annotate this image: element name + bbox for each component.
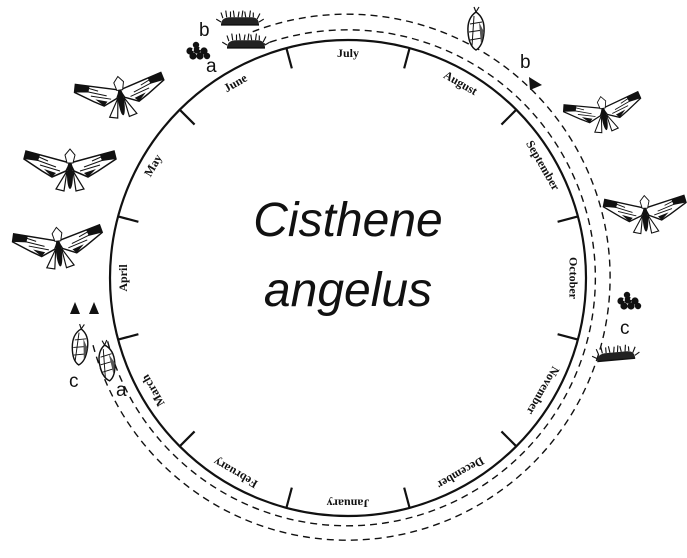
stage-marker-c-right: c	[620, 318, 630, 339]
moth-icon	[562, 90, 645, 139]
stage-marker-a-top: a	[206, 56, 217, 77]
month-label-march: March	[138, 372, 168, 409]
moth-icon	[603, 193, 687, 235]
stage-marker-a-left: a	[116, 380, 127, 401]
month-tick	[404, 48, 409, 68]
month-label-april: April	[116, 264, 130, 292]
arrowhead-right	[529, 77, 542, 90]
month-label-july: July	[337, 46, 359, 60]
moth-icon	[24, 149, 116, 191]
month-label-february: February	[211, 455, 260, 491]
arrowhead-left-inner	[89, 302, 99, 314]
egg-cluster-icon	[617, 292, 641, 310]
month-tick	[286, 48, 291, 68]
month-label-october: October	[566, 257, 580, 300]
caterpillar-icon	[591, 344, 640, 362]
month-tick	[501, 431, 516, 446]
month-tick	[404, 488, 409, 508]
moth-icon	[12, 223, 106, 273]
caterpillar-icon	[216, 11, 264, 25]
month-label-january: January	[327, 496, 370, 510]
month-tick	[180, 431, 195, 446]
stage-marker-c-left: c	[69, 371, 79, 392]
month-label-august: August	[441, 68, 480, 98]
species-name-line2: angelus	[264, 264, 432, 317]
month-tick	[558, 334, 578, 339]
month-tick	[118, 216, 138, 221]
species-name-line1: Cisthene	[253, 194, 442, 247]
month-tick	[558, 216, 578, 221]
stage-marker-b-top: b	[199, 20, 210, 41]
pupa-icon	[71, 324, 89, 366]
month-tick	[118, 334, 138, 339]
pupa-icon	[468, 7, 484, 50]
stage-marker-b-right: b	[520, 52, 531, 73]
pupa-icon	[96, 339, 117, 382]
month-tick	[286, 488, 291, 508]
moth-icon	[73, 70, 168, 123]
caterpillar-icon	[222, 34, 270, 48]
month-tick	[180, 110, 195, 125]
month-tick	[501, 110, 516, 125]
arrowhead-left-outer	[70, 302, 80, 314]
